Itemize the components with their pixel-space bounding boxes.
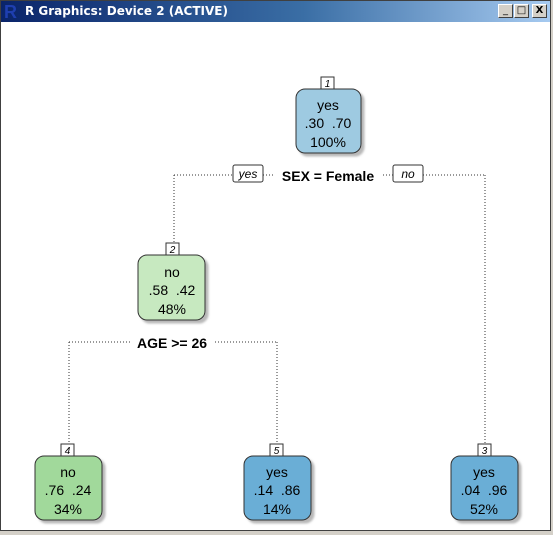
tree-node-4: 4 no .76 .24 34% bbox=[34, 443, 103, 521]
r-logo-icon: R bbox=[4, 2, 17, 20]
branch-label-no: no bbox=[392, 164, 424, 183]
node-class: no bbox=[60, 464, 76, 480]
node-id: 1 bbox=[325, 79, 331, 90]
node-id: 5 bbox=[274, 446, 280, 457]
node-probs: .04 .96 bbox=[461, 482, 508, 498]
node-probs: .58 .42 bbox=[149, 282, 196, 298]
node-probs: .76 .24 bbox=[45, 482, 92, 498]
maximize-button[interactable]: □ bbox=[514, 4, 529, 18]
tree-node-5: 5 yes .14 .86 14% bbox=[243, 443, 312, 521]
node-class: yes bbox=[317, 97, 339, 113]
branch-label-yes: yes bbox=[232, 164, 264, 183]
split-label-sex: SEX = Female bbox=[282, 168, 374, 184]
svg-text:R: R bbox=[4, 2, 17, 20]
node-pct: 14% bbox=[263, 501, 291, 517]
node-class: yes bbox=[473, 464, 495, 480]
node-class: yes bbox=[266, 464, 288, 480]
tree-node-1: 1 yes .30 .70 100% bbox=[295, 76, 362, 154]
branch-no-text: no bbox=[401, 167, 415, 181]
title-bar[interactable]: R R Graphics: Device 2 (ACTIVE) _ □ X bbox=[1, 1, 550, 22]
branch-yes-text: yes bbox=[238, 167, 258, 181]
decision-tree-plot: SEX = Female AGE >= 26 yes no 1 yes .30 … bbox=[34, 76, 519, 521]
minimize-button[interactable]: _ bbox=[498, 4, 513, 18]
tree-edges bbox=[68, 174, 486, 443]
node-pct: 52% bbox=[470, 501, 498, 517]
tree-node-3: 3 yes .04 .96 52% bbox=[450, 443, 519, 521]
node-box bbox=[295, 88, 362, 154]
node-id: 3 bbox=[482, 446, 488, 457]
node-class: no bbox=[164, 264, 180, 280]
split-label-age: AGE >= 26 bbox=[137, 335, 207, 351]
node-probs: .30 .70 bbox=[305, 115, 352, 131]
node-box bbox=[243, 455, 312, 521]
window-title: R Graphics: Device 2 (ACTIVE) bbox=[25, 4, 228, 18]
node-box bbox=[34, 455, 103, 521]
node-pct: 48% bbox=[158, 301, 186, 317]
node-pct: 100% bbox=[310, 134, 346, 150]
node-probs: .14 .86 bbox=[254, 482, 301, 498]
close-button[interactable]: X bbox=[532, 4, 547, 18]
node-id: 2 bbox=[169, 245, 176, 256]
node-box bbox=[137, 254, 206, 321]
node-id: 4 bbox=[65, 446, 71, 457]
plot-area: SEX = Female AGE >= 26 yes no 1 yes .30 … bbox=[1, 23, 550, 530]
node-pct: 34% bbox=[54, 501, 82, 517]
tree-node-2: 2 no .58 .42 48% bbox=[137, 242, 206, 321]
node-box bbox=[450, 455, 519, 521]
